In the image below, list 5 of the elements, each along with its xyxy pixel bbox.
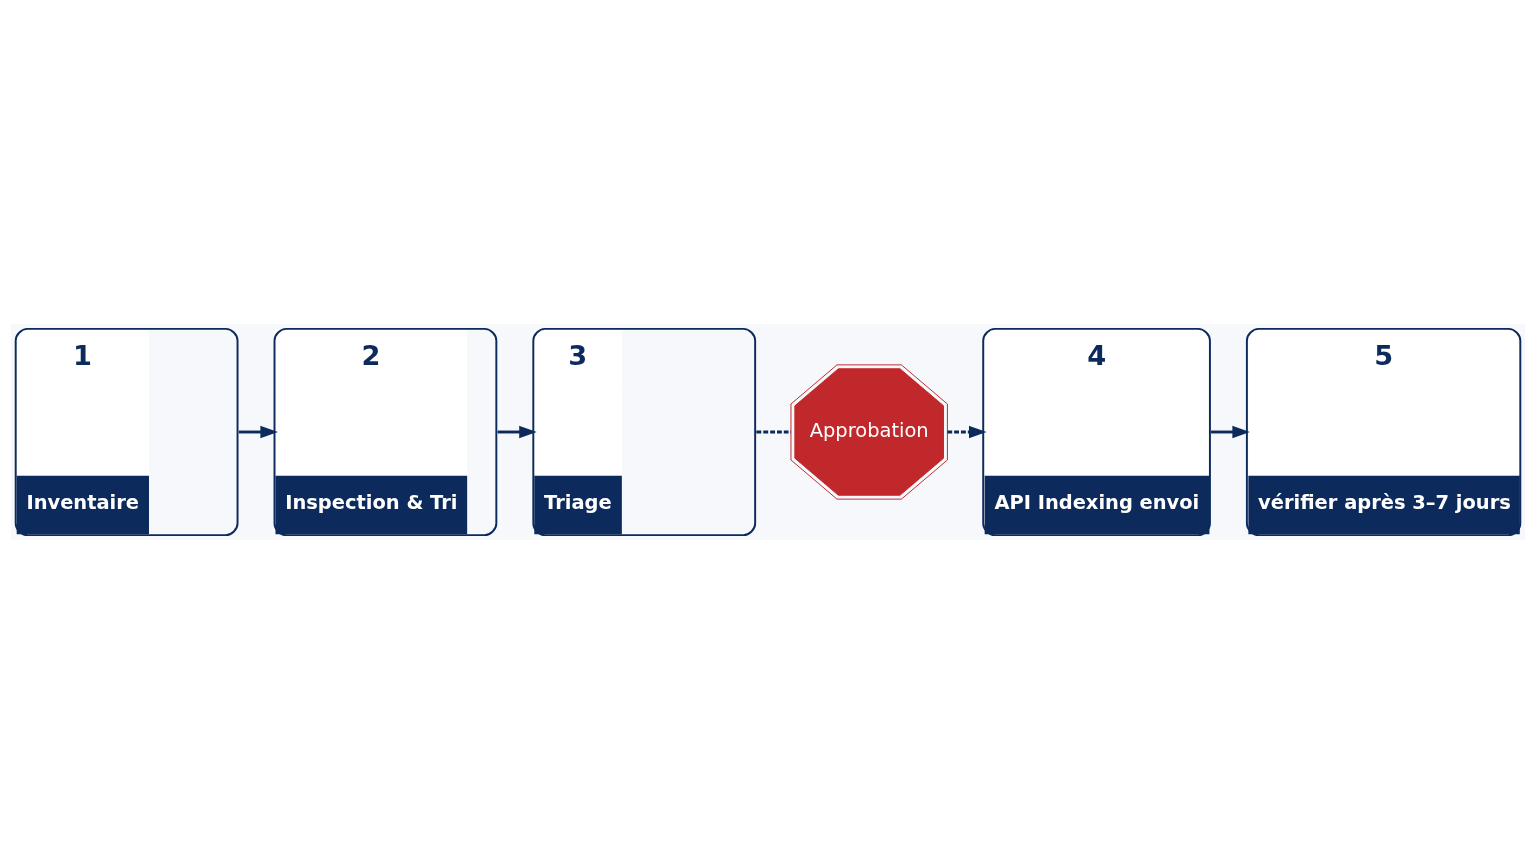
connector: [756, 430, 791, 434]
arrow: [497, 425, 537, 439]
arrow: [1211, 425, 1250, 439]
arrow: [238, 425, 278, 439]
arrow: [947, 425, 987, 439]
